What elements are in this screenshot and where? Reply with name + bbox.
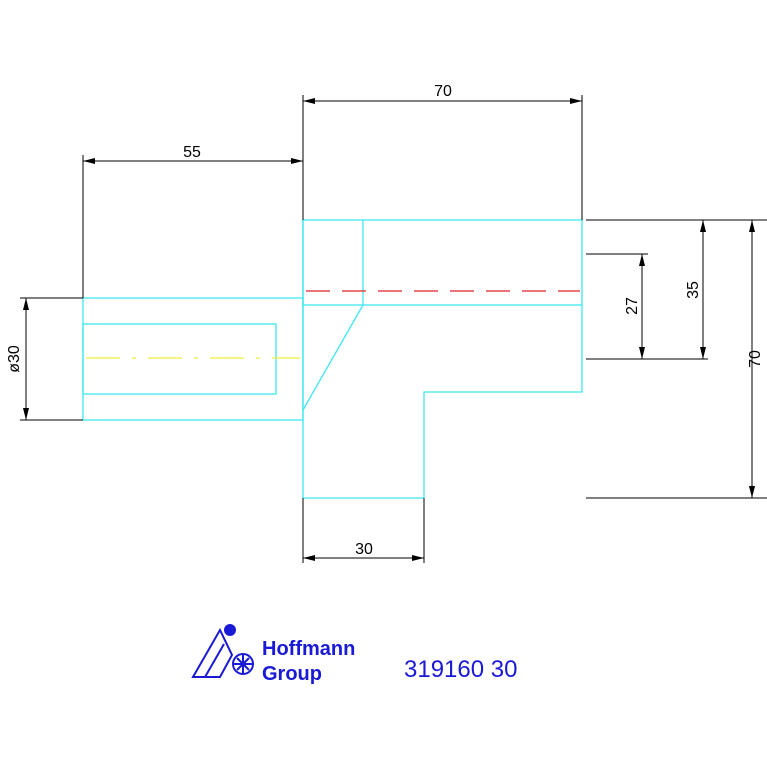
- dim-label-top-70: 70: [434, 83, 452, 100]
- shank-outline: [82, 297, 304, 421]
- dim-label-right-70: 70: [747, 350, 764, 368]
- dim-label-right-27: 27: [624, 297, 641, 315]
- dimension-lines: [20, 95, 767, 563]
- dim-label-bottom-30: 30: [355, 541, 373, 558]
- part-outline: [82, 219, 583, 499]
- upper-body-outline: [302, 219, 583, 306]
- dimension-arrows: [23, 98, 755, 561]
- brand-name-line2: Group: [262, 663, 322, 685]
- brand-name-line1: Hoffmann: [262, 638, 355, 660]
- chamfer-line: [302, 304, 364, 411]
- hoffmann-logo-icon: [191, 624, 254, 678]
- part-number: 319160 30: [404, 656, 517, 683]
- step-body-outline: [302, 220, 583, 499]
- dim-label-dia-30: ø30: [6, 345, 23, 373]
- dim-label-top-55: 55: [183, 144, 201, 161]
- dim-label-right-35: 35: [685, 281, 702, 299]
- shank-inner-outline: [82, 323, 277, 395]
